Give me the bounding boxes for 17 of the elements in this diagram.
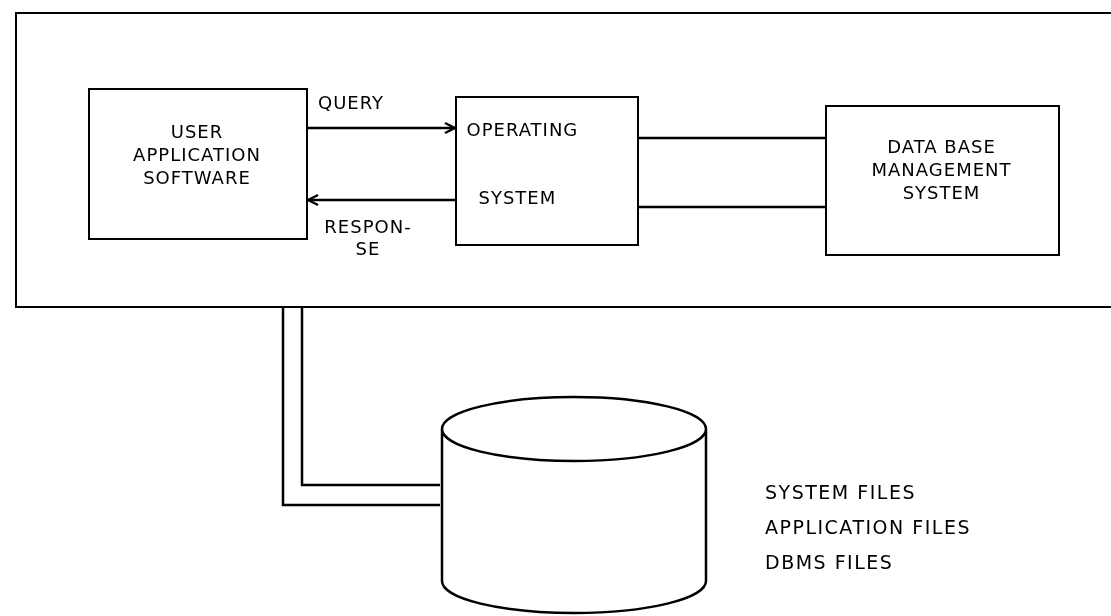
file-list-item: DBMS FILES (765, 551, 894, 574)
process-box (454, 95, 639, 246)
arrow (306, 193, 455, 207)
node-label: USER APPLICATION SOFTWARE (132, 119, 262, 189)
node-label: SYSTEM (478, 185, 557, 209)
file-list-item: APPLICATION FILES (765, 516, 971, 539)
system-boundary-box (15, 12, 1111, 308)
node-label: OPERATING (466, 117, 579, 141)
connector-line (281, 308, 440, 507)
database-cylinder (440, 395, 708, 613)
node-label: DATA BASE MANAGEMENT SYSTEM (870, 134, 1013, 204)
file-list-item: SYSTEM FILES (765, 481, 916, 504)
connector-line (300, 308, 440, 487)
process-box (824, 104, 1060, 256)
process-box (87, 87, 308, 240)
connector-line (639, 136, 825, 140)
connector-line (639, 205, 825, 209)
